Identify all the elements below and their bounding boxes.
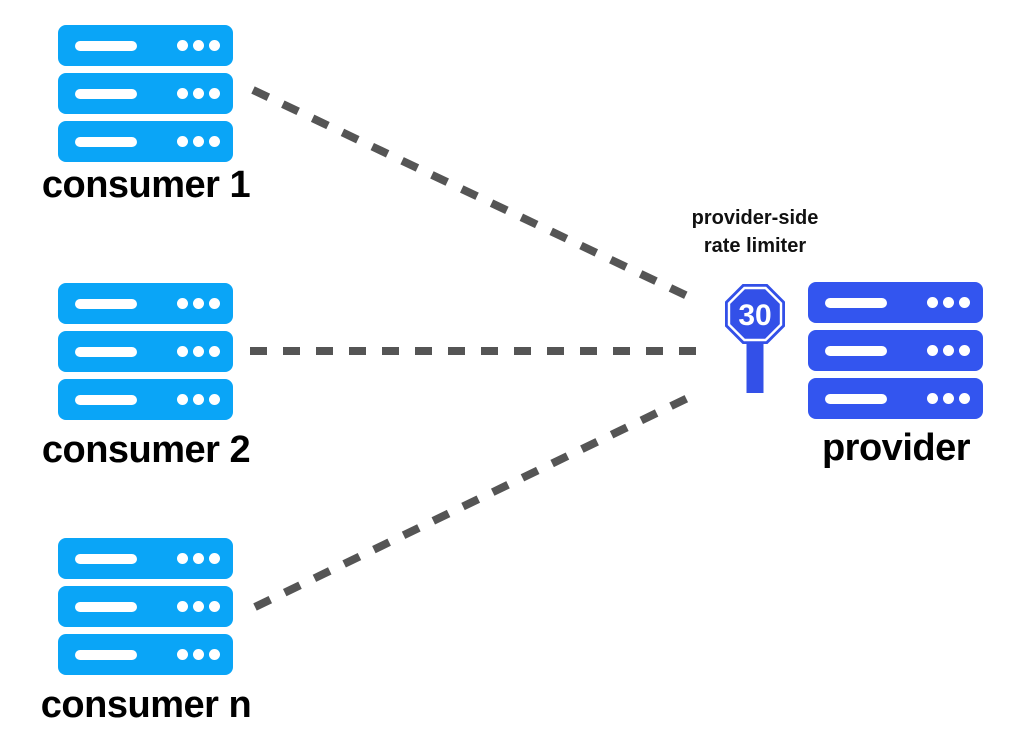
consumer-1-label: consumer 1 bbox=[41, 164, 251, 206]
server-row bbox=[58, 586, 233, 627]
server-slot bbox=[825, 297, 887, 308]
consumer-2-label: consumer 2 bbox=[41, 429, 251, 471]
server-slot bbox=[75, 394, 137, 405]
led-dot bbox=[209, 649, 220, 660]
led-dot bbox=[177, 88, 188, 99]
server-stack-icon bbox=[808, 282, 983, 419]
led-dot bbox=[943, 297, 954, 308]
server-row bbox=[58, 634, 233, 675]
led-dot bbox=[959, 297, 970, 308]
led-dot bbox=[177, 136, 188, 147]
rate-limiter-label: provider-side rate limiter bbox=[605, 204, 905, 260]
led-dot bbox=[177, 649, 188, 660]
provider-label: provider bbox=[821, 427, 971, 469]
led-dot bbox=[193, 346, 204, 357]
server-leds bbox=[177, 394, 220, 405]
stop-sign-icon: 30 bbox=[725, 284, 785, 393]
server-row bbox=[58, 379, 233, 420]
server-leds bbox=[177, 40, 220, 51]
server-row bbox=[58, 538, 233, 579]
server-slot bbox=[75, 40, 137, 51]
sign-post bbox=[746, 342, 764, 393]
server-leds bbox=[177, 553, 220, 564]
led-dot bbox=[209, 136, 220, 147]
led-dot bbox=[959, 345, 970, 356]
server-row bbox=[58, 331, 233, 372]
server-leds bbox=[177, 346, 220, 357]
led-dot bbox=[177, 394, 188, 405]
server-leds bbox=[927, 393, 970, 404]
sign-inner-border bbox=[727, 286, 783, 342]
server-leds bbox=[927, 345, 970, 356]
led-dot bbox=[927, 393, 938, 404]
server-row bbox=[808, 330, 983, 371]
server-slot bbox=[75, 298, 137, 309]
led-dot bbox=[193, 88, 204, 99]
server-stack-icon bbox=[58, 538, 233, 675]
server-leds bbox=[177, 136, 220, 147]
led-dot bbox=[193, 553, 204, 564]
led-dot bbox=[209, 346, 220, 357]
server-row bbox=[58, 25, 233, 66]
server-leds bbox=[177, 601, 220, 612]
server-leds bbox=[927, 297, 970, 308]
led-dot bbox=[209, 553, 220, 564]
dashed-connection-consumer-1 bbox=[251, 86, 702, 306]
led-dot bbox=[193, 394, 204, 405]
sign-octagon bbox=[725, 284, 785, 344]
led-dot bbox=[177, 553, 188, 564]
server-row bbox=[58, 73, 233, 114]
led-dot bbox=[177, 601, 188, 612]
sign-limit-value: 30 bbox=[738, 299, 771, 332]
led-dot bbox=[193, 298, 204, 309]
server-leds bbox=[177, 649, 220, 660]
led-dot bbox=[177, 298, 188, 309]
led-dot bbox=[193, 40, 204, 51]
server-row bbox=[808, 282, 983, 323]
server-slot bbox=[825, 393, 887, 404]
led-dot bbox=[177, 346, 188, 357]
server-stack-icon bbox=[58, 283, 233, 420]
server-slot bbox=[75, 601, 137, 612]
led-dot bbox=[927, 345, 938, 356]
consumer-n-label: consumer n bbox=[40, 684, 252, 726]
led-dot bbox=[927, 297, 938, 308]
server-slot bbox=[75, 136, 137, 147]
server-slot bbox=[75, 649, 137, 660]
led-dot bbox=[943, 345, 954, 356]
rate-limiter-label-line1: provider-side bbox=[691, 207, 819, 229]
led-dot bbox=[193, 601, 204, 612]
server-row bbox=[808, 378, 983, 419]
server-row bbox=[58, 283, 233, 324]
led-dot bbox=[209, 40, 220, 51]
server-leds bbox=[177, 298, 220, 309]
server-row bbox=[58, 121, 233, 162]
led-dot bbox=[209, 601, 220, 612]
led-dot bbox=[943, 393, 954, 404]
server-stack-icon bbox=[58, 25, 233, 162]
led-dot bbox=[193, 649, 204, 660]
led-dot bbox=[209, 394, 220, 405]
server-slot bbox=[75, 88, 137, 99]
led-dot bbox=[959, 393, 970, 404]
led-dot bbox=[209, 298, 220, 309]
led-dot bbox=[209, 88, 220, 99]
server-leds bbox=[177, 88, 220, 99]
dashed-connection-consumer-n bbox=[253, 390, 698, 611]
rate-limiter-label-line2: rate limiter bbox=[703, 235, 807, 257]
led-dot bbox=[193, 136, 204, 147]
led-dot bbox=[177, 40, 188, 51]
server-slot bbox=[75, 346, 137, 357]
server-slot bbox=[75, 553, 137, 564]
server-slot bbox=[825, 345, 887, 356]
